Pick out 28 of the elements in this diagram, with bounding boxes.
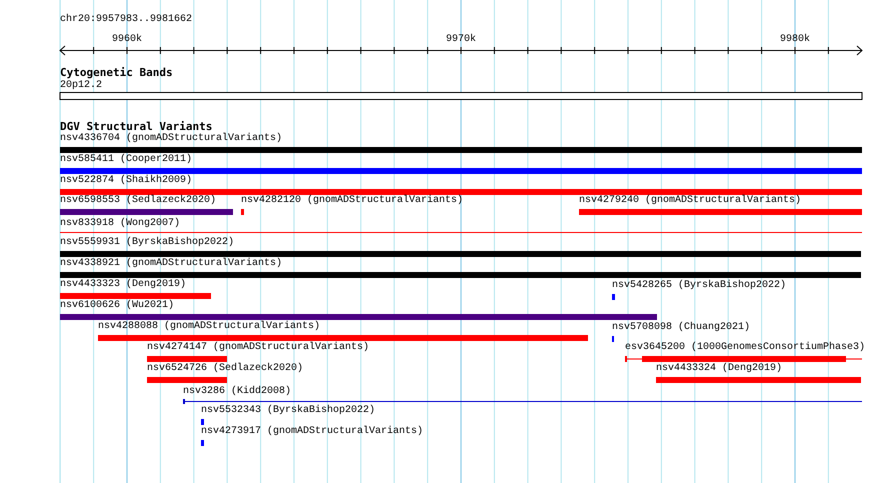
track-heading: DGV Structural Variants bbox=[60, 121, 212, 133]
coordinate-range: chr20:9957983..9981662 bbox=[60, 14, 192, 26]
feature-label: esv3645200 (1000GenomesConsortiumPhase3) bbox=[625, 342, 866, 354]
feature-label: nsv5428265 (ByrskaBishop2022) bbox=[612, 280, 786, 292]
feature-label: nsv4274147 (gnomADStructuralVariants) bbox=[147, 342, 370, 354]
feature-label: nsv833918 (Wong2007) bbox=[60, 218, 180, 230]
tick-label: 9980k bbox=[780, 34, 810, 46]
feature-label: nsv4279240 (gnomADStructuralVariants) bbox=[579, 195, 802, 207]
feature-label: nsv4336704 (gnomADStructuralVariants) bbox=[60, 133, 282, 145]
feature-label: nsv3286 (Kidd2008) bbox=[183, 386, 292, 398]
feature-label: nsv6598553 (Sedlazeck2020) bbox=[60, 195, 216, 207]
tick-label: 9970k bbox=[446, 34, 476, 46]
feature-label: nsv4433323 (Deng2019) bbox=[60, 279, 186, 291]
track-heading: Cytogenetic Bands bbox=[60, 67, 173, 79]
feature-label: nsv6100626 (Wu2021) bbox=[60, 300, 174, 312]
feature-label: 20p12.2 bbox=[60, 80, 102, 92]
feature-label: nsv585411 (Cooper2011) bbox=[60, 154, 192, 166]
feature-label: nsv522874 (Shaikh2009) bbox=[60, 175, 192, 187]
feature-label: nsv5708098 (Chuang2021) bbox=[612, 322, 750, 334]
feature-label: nsv4288088 (gnomADStructuralVariants) bbox=[98, 321, 320, 333]
feature-label: nsv4273917 (gnomADStructuralVariants) bbox=[201, 426, 424, 438]
feature-label: nsv4282120 (gnomADStructuralVariants) bbox=[241, 195, 464, 207]
feature-label: nsv4433324 (Deng2019) bbox=[656, 363, 782, 375]
tick-label: 9960k bbox=[112, 34, 142, 46]
feature-label: nsv5559931 (ByrskaBishop2022) bbox=[60, 237, 234, 249]
feature-label: nsv5532343 (ByrskaBishop2022) bbox=[201, 405, 376, 417]
feature-label: nsv6524726 (Sedlazeck2020) bbox=[147, 363, 304, 375]
feature-label: nsv4338921 (gnomADStructuralVariants) bbox=[60, 258, 282, 270]
